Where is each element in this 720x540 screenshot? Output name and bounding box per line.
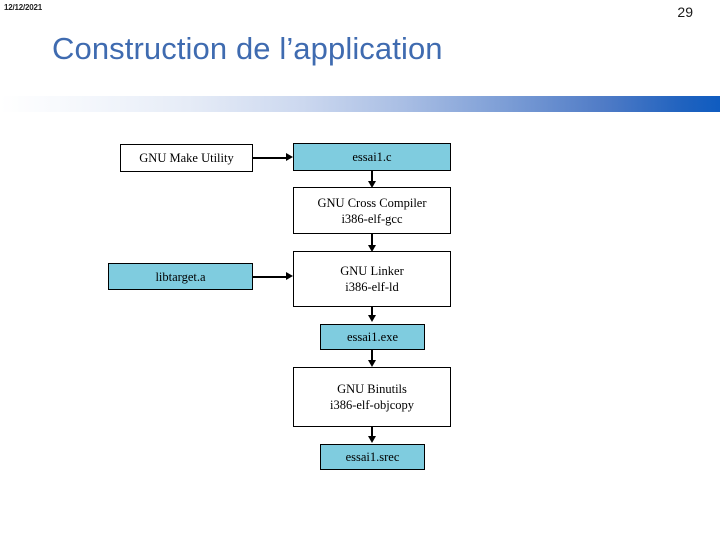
node-gnu-cross-compiler[interactable]: GNU Cross Compiler i386-elf-gcc bbox=[293, 187, 451, 234]
node-gnu-linker[interactable]: GNU Linker i386-elf-ld bbox=[293, 251, 451, 307]
page-title: Construction de l’application bbox=[52, 31, 443, 66]
node-libtarget-a[interactable]: libtarget.a bbox=[108, 263, 253, 290]
arrowhead-down-icon bbox=[368, 360, 376, 367]
edge-gcc-to-ld bbox=[371, 234, 373, 249]
node-essai1-srec[interactable]: essai1.srec bbox=[320, 444, 425, 470]
slide-date: 12/12/2021 bbox=[4, 3, 43, 12]
arrowhead-down-icon bbox=[368, 436, 376, 443]
edge-ld-to-exe bbox=[371, 307, 373, 318]
node-gnu-make-utility[interactable]: GNU Make Utility bbox=[120, 144, 253, 172]
arrowhead-down-icon bbox=[368, 245, 376, 252]
arrowhead-down-icon bbox=[368, 315, 376, 322]
arrowhead-right-icon bbox=[286, 272, 293, 280]
edge-exe-to-binutils bbox=[371, 350, 373, 363]
edge-make-to-source bbox=[253, 157, 287, 159]
node-gnu-binutils[interactable]: GNU Binutils i386-elf-objcopy bbox=[293, 367, 451, 427]
edge-source-to-gcc bbox=[371, 171, 373, 184]
arrowhead-right-icon bbox=[286, 153, 293, 161]
title-divider-bar bbox=[0, 96, 720, 112]
node-essai1-c[interactable]: essai1.c bbox=[293, 143, 451, 171]
slide-number: 29 bbox=[677, 4, 693, 20]
edge-libtarget-to-ld bbox=[253, 276, 287, 278]
arrowhead-down-icon bbox=[368, 181, 376, 188]
edge-binutils-to-srec bbox=[371, 427, 373, 439]
node-essai1-exe[interactable]: essai1.exe bbox=[320, 324, 425, 350]
